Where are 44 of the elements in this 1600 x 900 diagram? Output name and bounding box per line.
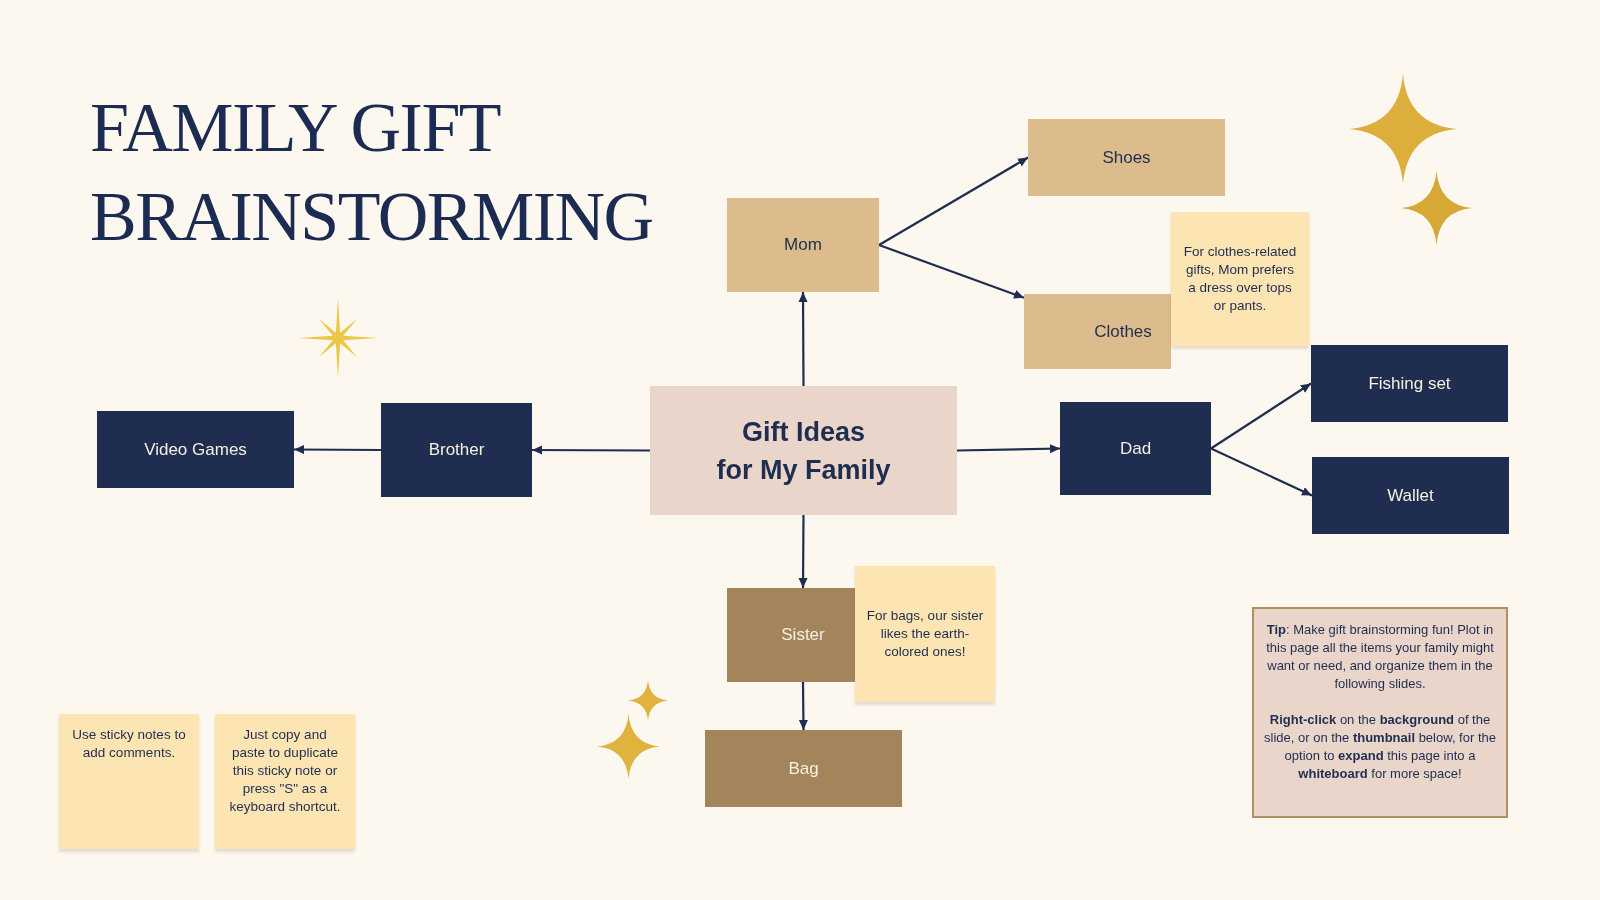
box-label: Bag xyxy=(788,758,819,779)
gift-idea-box xyxy=(1312,457,1509,534)
gift-idea-box xyxy=(705,730,902,807)
sticky-note xyxy=(855,566,995,702)
note-text: Use sticky notes to add comments. xyxy=(71,726,187,762)
box-label: Fishing set xyxy=(1368,373,1451,394)
family-member-box xyxy=(1060,402,1211,495)
note-text: For bags, our sister likes the earth-colored ones! xyxy=(865,607,985,661)
arrow xyxy=(798,682,808,730)
title: FAMILY GIFT BRAINSTORMING xyxy=(90,88,654,257)
box-label: Dad xyxy=(1119,438,1152,459)
note-text: Just copy and paste to duplicate this sticky note or press "S" as a keyboard shortcut. xyxy=(228,726,342,816)
arrow xyxy=(1210,447,1313,497)
arrow xyxy=(798,515,808,588)
family-member-box xyxy=(727,588,855,682)
box-label: Sister xyxy=(781,625,825,645)
box-label: Shoes xyxy=(1102,147,1151,168)
arrow xyxy=(294,445,381,455)
arrow xyxy=(798,292,808,386)
gift-idea-box xyxy=(97,411,294,488)
arrow xyxy=(532,445,650,455)
box-label: Video Games xyxy=(144,439,247,460)
sticky-note xyxy=(1171,212,1309,346)
gift-idea-box xyxy=(1311,345,1508,422)
central-topic-box xyxy=(650,386,957,515)
family-member-box xyxy=(381,403,532,497)
tip-text: Right-click on the background of the slide, or on the thumbnail below, for the option to expand this page into a whiteboard for more space! xyxy=(1264,711,1496,783)
box-label: Wallet xyxy=(1387,485,1434,506)
arrow xyxy=(878,156,1029,246)
sticky-note xyxy=(59,714,199,849)
sticky-note xyxy=(215,714,355,849)
box-label: Brother xyxy=(428,440,485,460)
box-label: Mom xyxy=(784,235,822,255)
family-member-box xyxy=(727,198,879,292)
gift-idea-box xyxy=(1024,294,1171,369)
arrow xyxy=(1210,382,1312,450)
tip-card xyxy=(1252,607,1508,818)
note-text: For clothes-related gifts, Mom prefers a dress over tops or pants. xyxy=(1182,243,1298,315)
tip-text: Tip: Make gift brainstorming fun! Plot in this page all the items your family might want or need, and organize them in the following slides. xyxy=(1265,621,1495,693)
arrow xyxy=(878,243,1025,299)
box-label: Gift Ideas for My Family xyxy=(716,415,891,487)
arrow xyxy=(956,444,1061,454)
box-label: Clothes xyxy=(1094,321,1152,342)
gift-idea-box xyxy=(1028,119,1225,196)
